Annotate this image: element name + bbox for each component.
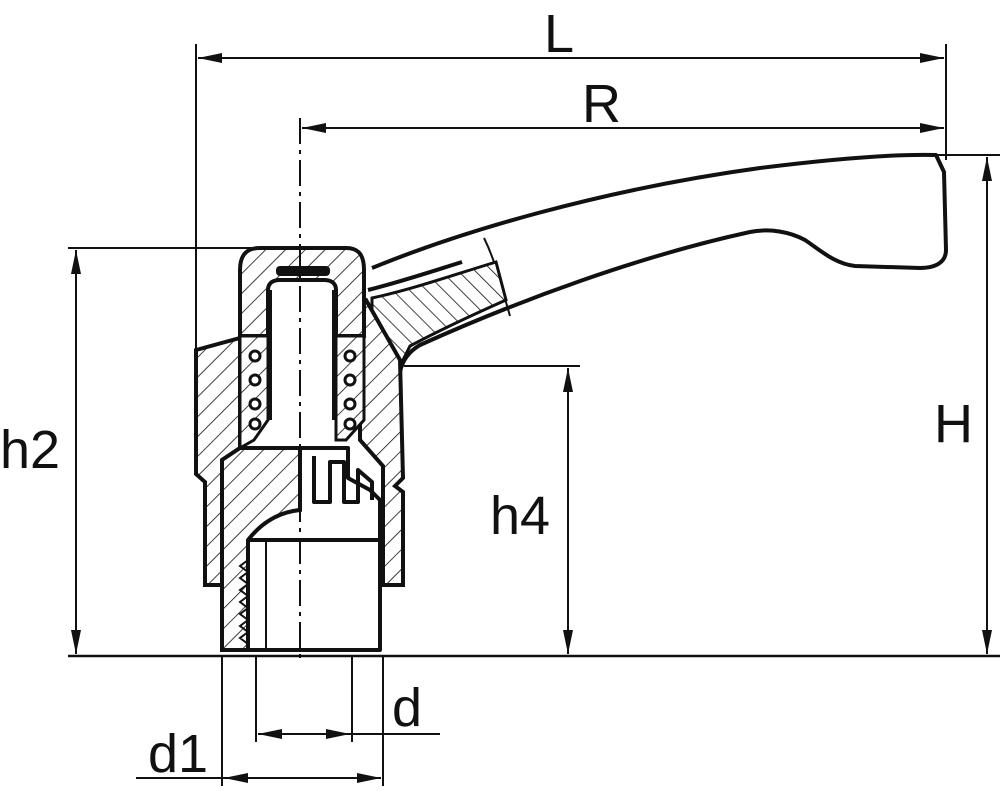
dim-label-R: R (582, 74, 621, 134)
dim-label-h2: h2 (0, 420, 60, 480)
dim-label-H: H (934, 394, 973, 454)
cap-seal (276, 266, 330, 276)
dimension-lines (71, 53, 992, 783)
hub-body (194, 246, 406, 652)
dim-label-h4: h4 (490, 486, 550, 546)
spring-right (343, 349, 357, 431)
dim-label-d: d (392, 678, 422, 738)
spring-left (248, 349, 262, 431)
extension-lines (68, 44, 1000, 786)
dim-label-d1: d1 (148, 724, 208, 784)
lever-section-hatch (370, 260, 508, 383)
dim-label-L: L (544, 4, 574, 64)
lever-arm (367, 152, 948, 383)
